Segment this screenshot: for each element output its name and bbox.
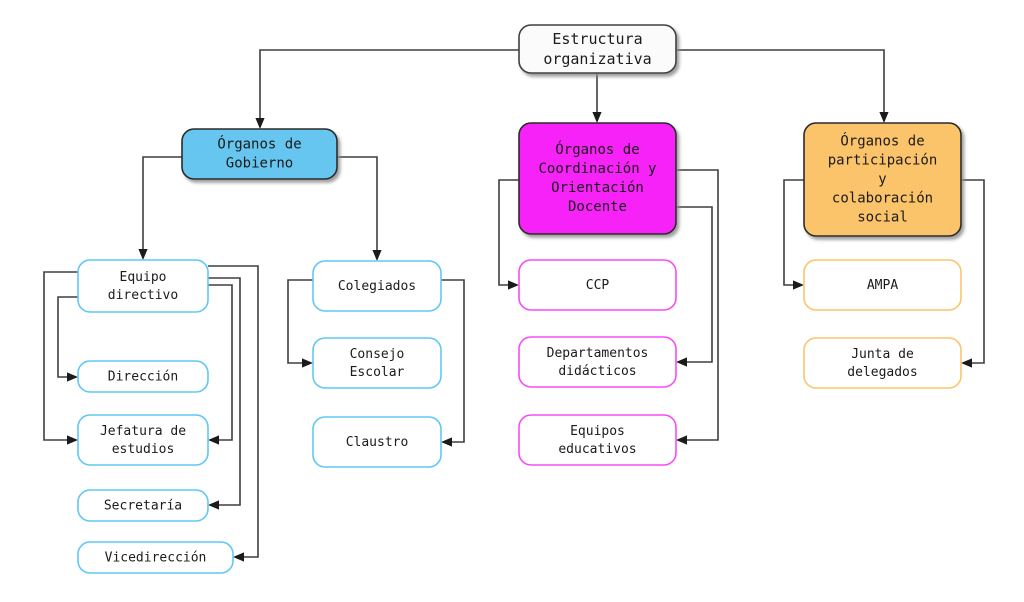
node-claustro-label: Claustro bbox=[346, 435, 409, 450]
node-jefatura-box[interactable] bbox=[77, 414, 209, 466]
gobierno-to-equipo-arrowhead bbox=[138, 249, 148, 260]
participacion-to-ampa-arrowhead bbox=[793, 280, 804, 290]
colegiados-to-consejo bbox=[287, 279, 313, 368]
node-colegiados[interactable]: Colegiados bbox=[312, 260, 442, 312]
equipo-to-secretaria bbox=[208, 277, 241, 510]
participacion-to-ampa bbox=[783, 179, 804, 290]
root-to-participacion bbox=[597, 49, 889, 123]
equipo-to-jefatura-left bbox=[43, 271, 78, 445]
node-colegiados-label: Colegiados bbox=[338, 279, 416, 294]
coordinacion-to-ccp bbox=[498, 179, 519, 290]
node-claustro-box[interactable] bbox=[312, 416, 442, 468]
node-participacion-box[interactable] bbox=[803, 122, 962, 237]
coordinacion-to-departamentos-arrowhead bbox=[676, 357, 687, 367]
participacion-to-junta bbox=[961, 179, 985, 368]
colegiados-to-claustro-arrowhead bbox=[441, 437, 452, 447]
node-equipos_educativos-box[interactable] bbox=[518, 414, 677, 466]
node-colegiados-box[interactable] bbox=[312, 260, 442, 312]
colegiados-to-claustro bbox=[441, 279, 465, 447]
node-equipo_directivo-box[interactable] bbox=[77, 259, 209, 313]
node-ccp-label: CCP bbox=[586, 278, 610, 293]
node-ampa-label: AMPA bbox=[867, 278, 898, 293]
node-ampa[interactable]: AMPA bbox=[803, 259, 962, 311]
gobierno-to-colegiados-arrowhead bbox=[372, 250, 382, 261]
node-claustro[interactable]: Claustro bbox=[312, 416, 442, 468]
coordinacion-to-departamentos bbox=[676, 206, 713, 367]
coordinacion-to-ccp-arrowhead bbox=[508, 280, 519, 290]
participacion-to-junta-arrowhead bbox=[961, 358, 972, 368]
gobierno-to-equipo bbox=[138, 156, 182, 260]
equipo-to-direccion bbox=[57, 296, 78, 382]
gobierno-to-colegiados bbox=[337, 156, 382, 261]
node-secretaria-box[interactable] bbox=[77, 489, 209, 522]
node-ccp-box[interactable] bbox=[518, 259, 677, 311]
node-ampa-box[interactable] bbox=[803, 259, 962, 311]
node-junta_delegados-box[interactable] bbox=[803, 337, 962, 389]
equipo-to-vicedireccion-arrowhead bbox=[233, 552, 244, 562]
node-direccion[interactable]: Dirección bbox=[77, 360, 209, 393]
node-departamentos-box[interactable] bbox=[518, 336, 677, 388]
equipo-to-jefatura-right bbox=[208, 284, 233, 445]
equipo-to-jefatura-right-arrowhead bbox=[208, 435, 219, 445]
node-root-box[interactable] bbox=[518, 24, 677, 74]
root-to-gobierno-arrowhead bbox=[255, 118, 265, 129]
node-coordinacion-box[interactable] bbox=[518, 122, 677, 235]
equipo-to-secretaria-arrowhead bbox=[208, 500, 219, 510]
node-vicedireccion-label: Vicedirección bbox=[105, 550, 207, 565]
edges-layer bbox=[43, 49, 985, 562]
equipo-to-jefatura-left-arrowhead bbox=[67, 435, 78, 445]
node-direccion-label: Dirección bbox=[108, 369, 178, 384]
node-consejo_escolar-box[interactable] bbox=[312, 337, 442, 389]
node-secretaria-label: Secretaría bbox=[104, 498, 182, 513]
equipo-to-vicedireccion bbox=[208, 265, 259, 562]
root-to-coordinacion-arrowhead bbox=[592, 112, 602, 123]
coordinacion-to-equipos bbox=[676, 169, 719, 445]
coordinacion-to-equipos-arrowhead bbox=[676, 435, 687, 445]
colegiados-to-consejo-arrowhead bbox=[302, 358, 313, 368]
node-secretaria[interactable]: Secretaría bbox=[77, 489, 209, 522]
root-to-coordinacion bbox=[592, 73, 602, 123]
node-vicedireccion[interactable]: Vicedirección bbox=[77, 541, 234, 574]
equipo-to-direccion-arrowhead bbox=[67, 372, 78, 382]
node-direccion-box[interactable] bbox=[77, 360, 209, 393]
root-to-participacion-arrowhead bbox=[879, 112, 889, 123]
node-vicedireccion-box[interactable] bbox=[77, 541, 234, 574]
node-ccp[interactable]: CCP bbox=[518, 259, 677, 311]
node-gobierno-box[interactable] bbox=[181, 128, 338, 180]
